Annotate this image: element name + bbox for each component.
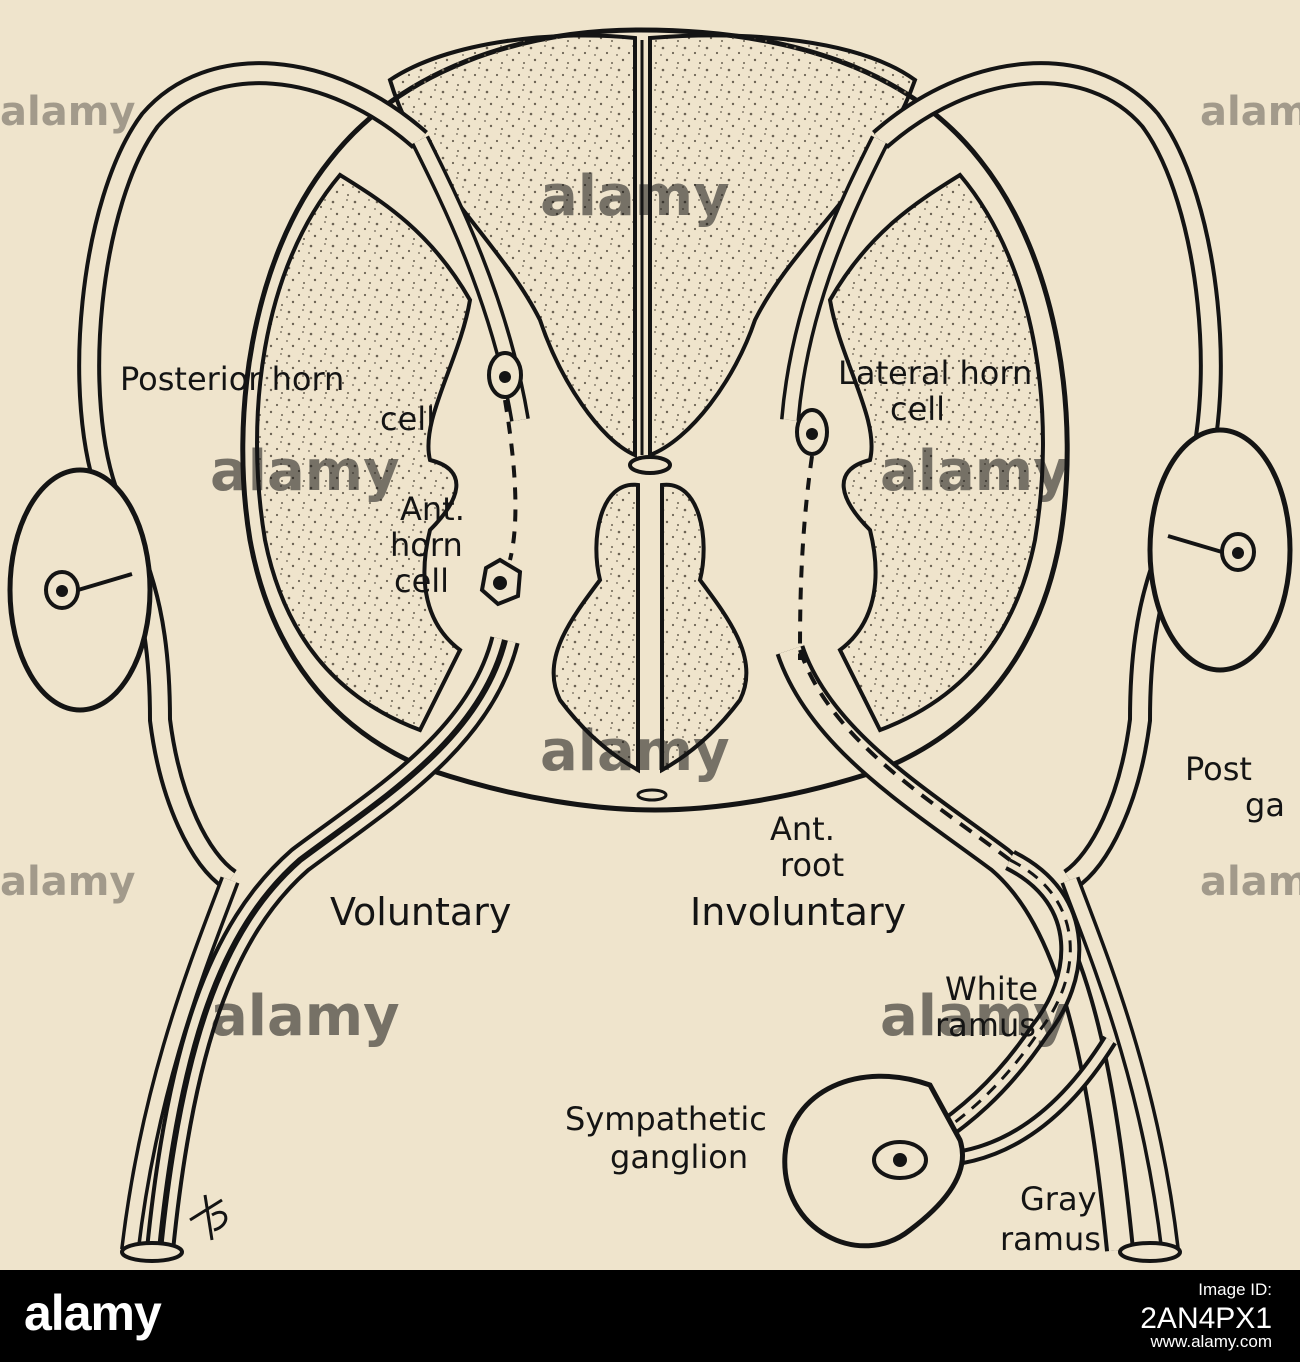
stock-url: www.alamy.com bbox=[1150, 1332, 1272, 1351]
spinal-cord-diagram: Posterior horn cell Ant. horn cell Later… bbox=[0, 27, 1300, 1263]
label-white-ramus-2: ramus bbox=[935, 1006, 1036, 1044]
posterior-horn-cell bbox=[487, 351, 523, 399]
label-ant-root-1: Ant. bbox=[770, 810, 835, 848]
stock-footer-bar: alamy Image ID: 2AN4PX1 www.alamy.com bbox=[0, 1270, 1300, 1362]
artist-monogram-icon bbox=[189, 1194, 228, 1241]
label-lateral-horn-cell-1: Lateral horn bbox=[838, 354, 1032, 392]
anterior-column-right bbox=[660, 482, 749, 774]
right-nerve-cut-end bbox=[1118, 1241, 1182, 1263]
label-gray-ramus-2: ramus bbox=[1000, 1220, 1101, 1258]
label-posterior-horn-cell-2: cell bbox=[380, 400, 435, 438]
watermark-text: alamy bbox=[540, 719, 730, 784]
left-reflex-connector bbox=[503, 399, 518, 561]
sympathetic-ganglion-cell bbox=[872, 1140, 928, 1180]
label-ant-horn-cell-3: cell bbox=[394, 562, 449, 600]
label-posterior-horn-cell-1: Posterior horn bbox=[120, 360, 344, 398]
label-posterior-root-ganglion-1: Post bbox=[1185, 750, 1252, 788]
label-ant-horn-cell-2: horn bbox=[390, 526, 463, 564]
label-gray-ramus-1: Gray bbox=[1020, 1180, 1097, 1218]
image-id-label: Image ID: bbox=[1198, 1280, 1272, 1299]
right-preganglionic-fiber bbox=[798, 455, 814, 661]
label-lateral-horn-cell-2: cell bbox=[890, 390, 945, 428]
left-nerve-cut-end bbox=[120, 1241, 184, 1263]
watermark-text: alamy bbox=[1200, 89, 1300, 135]
watermark-text: alamy bbox=[210, 439, 400, 504]
label-sympathetic-ganglion-2: ganglion bbox=[610, 1138, 748, 1176]
anterior-column-left bbox=[551, 482, 640, 774]
central-canal bbox=[628, 455, 672, 475]
image-id-value: 2AN4PX1 bbox=[1140, 1302, 1272, 1335]
label-ant-root-2: root bbox=[780, 846, 844, 884]
watermark-text: alamy bbox=[540, 164, 730, 229]
watermark-text: alamy bbox=[880, 984, 1070, 1049]
watermark-text: alamy bbox=[210, 984, 400, 1049]
anterior-horn-cell bbox=[479, 557, 523, 607]
anterior-fissure bbox=[636, 788, 668, 802]
label-voluntary: Voluntary bbox=[330, 890, 511, 934]
label-ant-horn-cell-1: Ant. bbox=[400, 490, 465, 528]
watermark-text: alamy bbox=[1200, 859, 1300, 905]
watermark-text: alamy bbox=[0, 859, 135, 905]
brand-logo: alamy bbox=[24, 1285, 162, 1341]
label-white-ramus-1: White bbox=[945, 970, 1038, 1008]
label-posterior-root-ganglion-2: ga bbox=[1245, 786, 1285, 824]
lateral-column-right bbox=[827, 172, 1045, 733]
lateral-horn-cell bbox=[795, 408, 829, 456]
watermark-text: alamy bbox=[0, 89, 135, 135]
image-id-block: Image ID: 2AN4PX1 bbox=[1140, 1280, 1272, 1336]
label-sympathetic-ganglion-1: Sympathetic bbox=[565, 1100, 767, 1138]
lateral-column-left bbox=[255, 172, 473, 733]
label-involuntary: Involuntary bbox=[690, 890, 906, 934]
watermark-text: alamy bbox=[880, 439, 1070, 504]
